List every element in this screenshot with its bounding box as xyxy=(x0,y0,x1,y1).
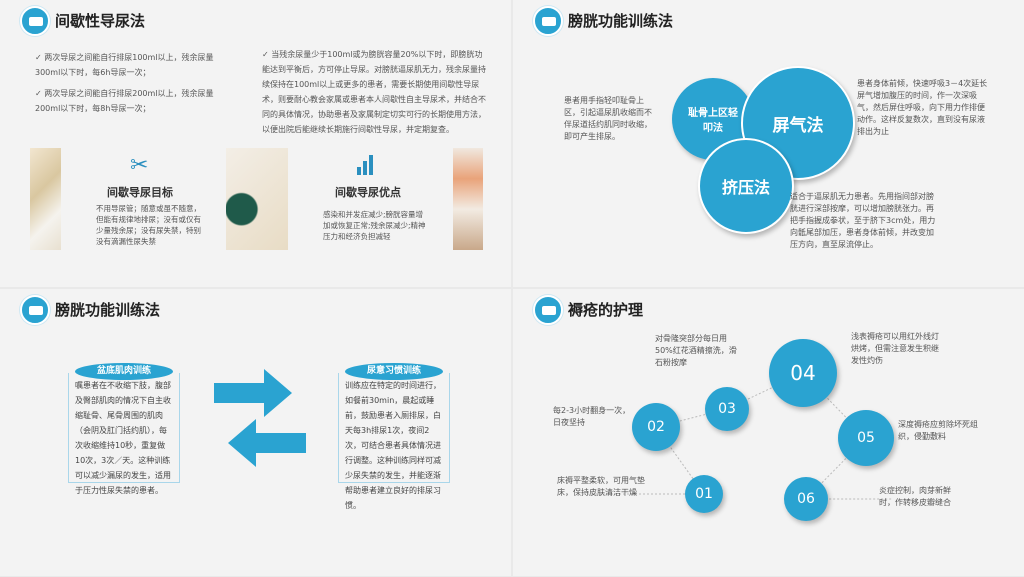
exchange-arrows-icon xyxy=(214,369,306,467)
method-text: 患者身体前倾，快速呼吸3－4次延长屏气增加腹压的时间，作一次深吸气，然后屏住呼吸… xyxy=(857,79,988,136)
step-text: 深度褥疮应剪除坏死组织，侵勤敷料 xyxy=(898,420,978,441)
step-circle: 02 xyxy=(632,403,680,451)
ambulance-icon xyxy=(20,295,50,325)
step-circle: 06 xyxy=(784,477,828,521)
ambulance-icon xyxy=(533,295,563,325)
photo xyxy=(30,148,61,250)
step-circle: 01 xyxy=(685,475,723,513)
slide-bladder-training: 膀胱功能训练法 耻骨上区轻叩法 屏气法 挤压法 患者用手指轻叩耻骨上区，引起逼尿… xyxy=(513,0,1024,287)
slide-bladder-training-2: 膀胱功能训练法 嘱患者在不收缩下肢，腹部及臀部肌肉的情况下自主收缩耻骨、尾骨周围… xyxy=(0,289,511,576)
ambulance-icon xyxy=(533,6,563,36)
slide-intermittent-catheterization: 间歇性导尿法 ✓ 两次导尿之间能自行排尿100ml以上，残余尿量300ml以下时… xyxy=(0,0,511,287)
step-circle: 03 xyxy=(705,387,749,431)
training-box: 训练应在特定的时间进行，如餐前30min，晨起或睡前，鼓励患者入厕排尿，白天每3… xyxy=(338,373,450,510)
photo xyxy=(453,148,483,250)
slide-title: 间歇性导尿法 xyxy=(55,12,146,30)
method-text: 患者用手指轻叩耻骨上区，引起逼尿肌收缩而不伴尿道括约肌同时收缩，即可产生排尿。 xyxy=(564,96,652,141)
slide-title: 褥疮的护理 xyxy=(568,301,644,319)
step-text: 对骨隆突部分每日用50%红花酒精擦洗，滑石粉按摩 xyxy=(655,334,737,367)
bullet: ✓ 两次导尿之间能自行排尿100ml以上，残余尿量300ml以下时，每6h导尿一… xyxy=(35,53,214,77)
bullet: ✓ 当残余尿量少于100ml或为膀胱容量20%以下时，即膀胱功能达到平衡后，方可… xyxy=(262,50,486,134)
method-circle: 挤压法 xyxy=(698,138,794,234)
slide-bedsore-care: 褥疮的护理 01 02 03 04 05 06 床褥平整柔软，可用气垫床，保持皮… xyxy=(513,289,1024,576)
training-title: 盆底肌肉训练 xyxy=(75,363,173,380)
card-title: 间歇导尿优点 xyxy=(335,186,401,199)
card-title: 间歇导尿目标 xyxy=(107,186,173,199)
method-circle: 耻骨上区轻叩法 xyxy=(672,78,754,160)
tools-icon: ✂ xyxy=(130,153,149,178)
training-box: 嘱患者在不收缩下肢，腹部及臀部肌肉的情况下自主收缩耻骨、尾骨周围的肌肉（会阴及肛… xyxy=(68,373,180,495)
photo xyxy=(226,148,288,250)
step-text: 浅表褥疮可以用红外线灯烘烤，但需注意发生积继发性灼伤 xyxy=(851,332,939,365)
training-title: 尿意习惯训练 xyxy=(345,363,443,380)
step-text: 炎症控制，肉芽新鲜时，作转移皮瓣缝合 xyxy=(879,486,951,507)
slide-title: 膀胱功能训练法 xyxy=(568,12,674,30)
step-circle: 05 xyxy=(838,410,894,466)
step-text: 每2-3小时翻身一次，日夜坚持 xyxy=(553,406,631,427)
slide-title: 膀胱功能训练法 xyxy=(55,301,161,319)
card-text: 不用导尿管；随意或虽不随意，但能有规律地排尿；没有或仅有少量残余尿；没有尿失禁，… xyxy=(96,204,201,246)
step-text: 床褥平整柔软，可用气垫床，保持皮肤清洁干燥 xyxy=(557,476,645,497)
chart-gear-icon xyxy=(357,155,373,175)
step-circle: 04 xyxy=(769,339,837,407)
ambulance-icon xyxy=(20,6,50,36)
bullet: ✓ 两次导尿之间能自行排尿200ml以上，残余尿量200ml以下时，每8h导尿一… xyxy=(35,89,214,113)
card-text: 感染和并发症减少;膀胱容量增加或恢复正常;残余尿减少;精神压力和经济负担减轻 xyxy=(323,210,426,241)
method-text: 适合于逼尿肌无力患者。先用指间部对膀胱进行深部按摩，可以增加膀胱张力。再把手指握… xyxy=(790,192,936,249)
